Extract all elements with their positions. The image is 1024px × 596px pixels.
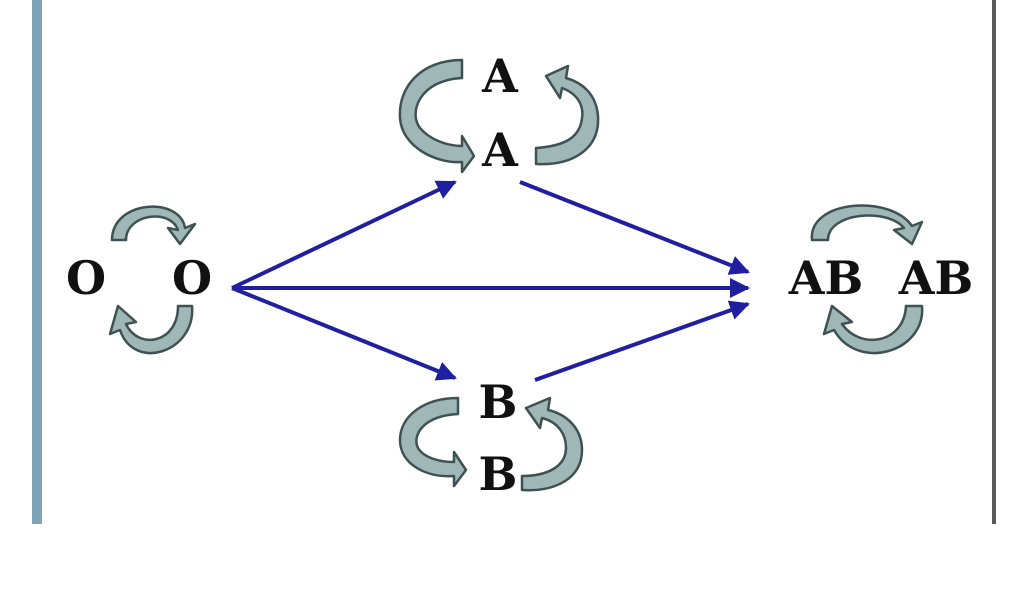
cycle-arrow-o-bottom xyxy=(108,304,194,355)
arrow-a-to-ab xyxy=(519,180,750,275)
label-b-bottom: B xyxy=(479,447,518,501)
label-a-bottom: A xyxy=(481,123,519,177)
arrow-b-to-ab xyxy=(534,300,750,382)
donation-arrows xyxy=(231,180,750,382)
cycle-arrow-b-right xyxy=(520,396,584,492)
cycle-arrow-b-left xyxy=(398,396,468,488)
cycle-arrows xyxy=(108,58,924,492)
arrow-o-to-a xyxy=(231,180,457,290)
cycle-arrow-ab-top xyxy=(810,204,924,246)
arrow-o-to-b xyxy=(231,286,457,381)
cycle-arrow-a-left xyxy=(398,58,476,174)
cycle-arrow-a-right xyxy=(534,64,600,166)
right-border xyxy=(992,0,996,524)
label-b-top: B xyxy=(479,375,518,429)
label-o-right: O xyxy=(172,251,212,305)
label-o-left: O xyxy=(66,251,106,305)
label-ab-left: AB xyxy=(788,251,864,305)
label-a-top: A xyxy=(481,49,519,103)
left-border xyxy=(32,0,42,524)
cycle-arrow-ab-bottom xyxy=(822,304,924,355)
label-ab-right: AB xyxy=(898,251,974,305)
cycle-arrow-o-top xyxy=(110,205,197,246)
